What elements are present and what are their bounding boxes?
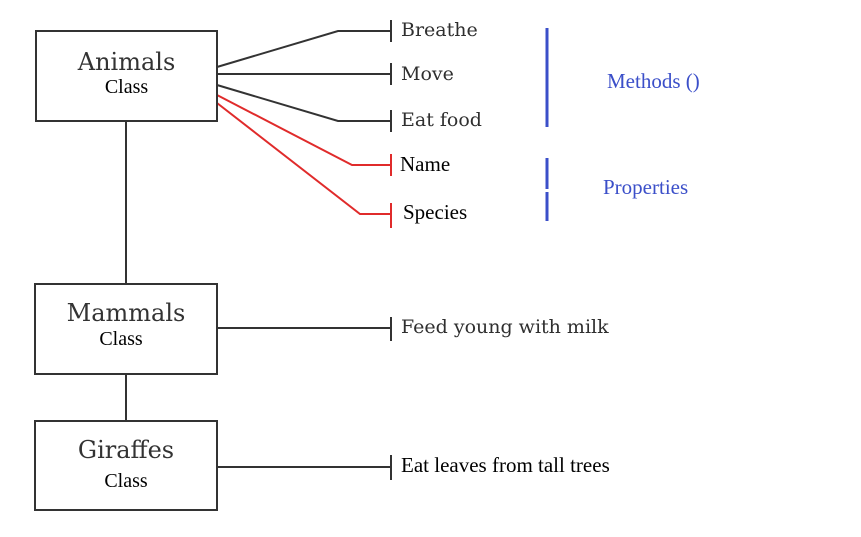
giraffes-class-name: Giraffes <box>77 436 175 464</box>
mammals-class-kind: Class <box>99 328 143 350</box>
property-name: Name <box>400 152 451 176</box>
line-name <box>216 94 390 166</box>
method-breathe: Breathe <box>401 19 478 41</box>
animals-class-kind: Class <box>104 76 149 98</box>
animals-class-name: Animals <box>77 48 176 76</box>
line-breathe <box>216 30 390 68</box>
giraffes-class-kind: Class <box>104 470 148 492</box>
mammals-class-box: Mammals Class <box>34 283 218 375</box>
property-species: Species <box>403 200 468 224</box>
method-eat-food: Eat food <box>401 109 482 131</box>
methods-group-label: Methods () <box>607 69 700 93</box>
method-eat-leaves-from-tall-trees: Eat leaves from tall trees <box>401 453 610 477</box>
animals-class-box: Animals Class <box>35 30 218 122</box>
mammals-class-name: Mammals <box>66 299 186 327</box>
giraffes-class-box: Giraffes Class <box>34 420 218 511</box>
method-move: Move <box>401 63 454 85</box>
method-feed-young-with-milk: Feed young with milk <box>401 316 609 338</box>
properties-group-label: Properties <box>603 175 689 199</box>
line-species <box>216 102 390 215</box>
line-eat-food <box>216 84 390 122</box>
